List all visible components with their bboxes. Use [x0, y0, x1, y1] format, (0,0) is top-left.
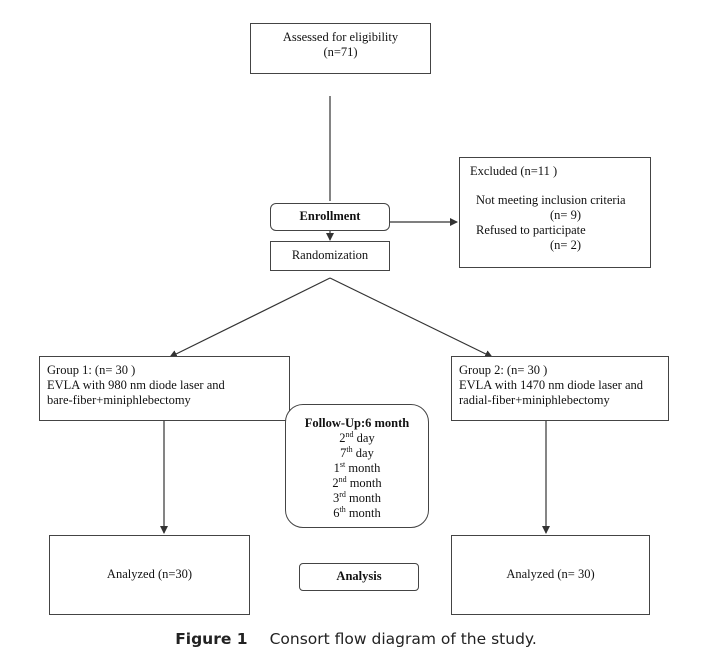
figure-caption-label: Figure 1 — [175, 630, 248, 648]
group2-box: Group 2: (n= 30 ) EVLA with 1470 nm diod… — [451, 356, 669, 421]
analyzed1-label: Analyzed (n=30) — [106, 567, 193, 581]
figure-caption-text: Consort flow diagram of the study. — [269, 630, 537, 648]
randomization-label: Randomization — [291, 248, 369, 262]
followup-item-2: 7th day — [340, 444, 374, 460]
enrollment-box: Enrollment — [270, 203, 390, 231]
followup-item-3: 1st month — [333, 459, 381, 475]
group1-intervention-detail: bare-fiber+miniphlebectomy — [47, 393, 191, 407]
arrow-randomization-to-group2 — [329, 277, 493, 358]
analysis-label: Analysis — [336, 569, 382, 583]
followup-item-4: 2nd month — [332, 474, 382, 490]
followup-title: Follow-Up:6 month — [304, 416, 410, 430]
excluded-title: Excluded (n=11 ) — [470, 164, 558, 178]
assessed-count: (n=71) — [323, 45, 358, 59]
randomization-box: Randomization — [270, 241, 390, 271]
followup-item-5: 3rd month — [333, 489, 381, 505]
excluded-reason-1: Not meeting inclusion criteria — [476, 193, 626, 207]
analyzed2-label: Analyzed (n= 30) — [506, 567, 595, 581]
assessed-label: Assessed for eligibility — [282, 30, 399, 44]
figure-caption: Figure 1 Consort flow diagram of the stud… — [0, 630, 712, 648]
analyzed1-box: Analyzed (n=30) — [49, 535, 250, 615]
analysis-box: Analysis — [299, 563, 419, 591]
group2-intervention-detail: radial-fiber+miniphlebectomy — [459, 393, 610, 407]
group1-title: Group 1: (n= 30 ) — [47, 363, 136, 377]
arrow-randomization-to-group1 — [169, 277, 331, 358]
group1-box: Group 1: (n= 30 ) EVLA with 980 nm diode… — [39, 356, 290, 421]
excluded-reason-2-count: (n= 2) — [550, 238, 581, 252]
excluded-reason-1-count: (n= 9) — [550, 208, 581, 222]
followup-item-6: 6th month — [333, 504, 381, 520]
analyzed2-box: Analyzed (n= 30) — [451, 535, 650, 615]
group1-intervention: EVLA with 980 nm diode laser and — [47, 378, 225, 392]
assessed-box: Assessed for eligibility (n=71) — [250, 23, 431, 74]
followup-item-1: 2nd day — [339, 429, 375, 445]
excluded-reason-2: Refused to participate — [476, 223, 586, 237]
followup-box: Follow-Up:6 month 2nd day 7th day 1st mo… — [285, 404, 429, 528]
enrollment-label: Enrollment — [299, 209, 361, 223]
group2-intervention: EVLA with 1470 nm diode laser and — [459, 378, 643, 392]
group2-title: Group 2: (n= 30 ) — [459, 363, 548, 377]
excluded-box: Excluded (n=11 ) Not meeting inclusion c… — [459, 157, 651, 268]
